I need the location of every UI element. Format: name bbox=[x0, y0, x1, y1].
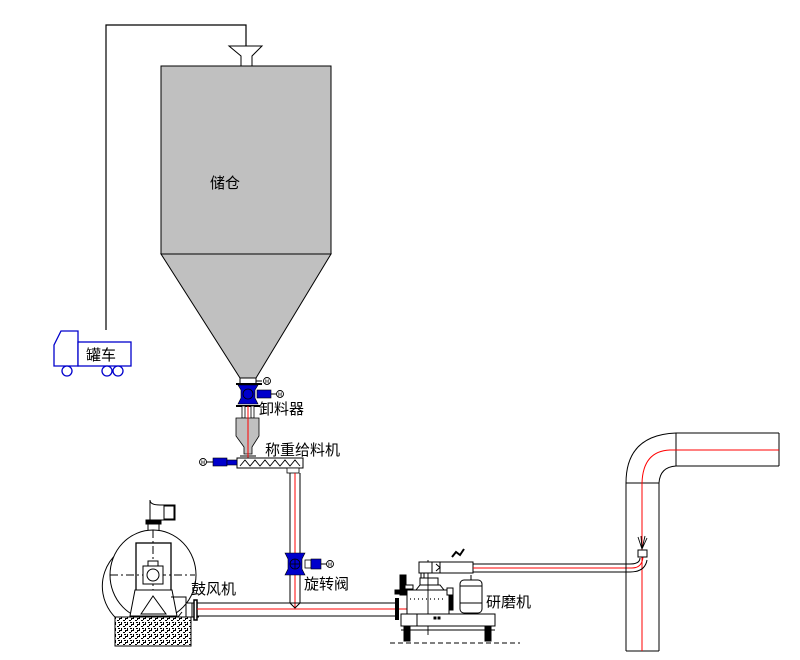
truck-icon bbox=[53, 330, 132, 377]
screw-feeder-icon bbox=[205, 457, 304, 469]
truck-to-silo-line bbox=[105, 24, 247, 330]
motor-mark: M bbox=[328, 563, 332, 569]
rotary-valve-label: 旋转阀 bbox=[304, 575, 349, 593]
discharger-valve-icon bbox=[236, 377, 277, 407]
grinder-label: 研磨机 bbox=[486, 593, 531, 611]
feeder-drop-pipe bbox=[286, 467, 301, 609]
cyclone-outlet-pipe bbox=[418, 548, 632, 578]
tanker-truck-label: 罐车 bbox=[86, 346, 116, 364]
motor-mark: M bbox=[265, 380, 269, 386]
weigh-feeder-label: 称重给料机 bbox=[265, 441, 340, 459]
duct-icon bbox=[625, 432, 780, 652]
blower-label: 鼓风机 bbox=[191, 580, 236, 598]
blower-icon bbox=[101, 499, 197, 631]
motor-mark: M bbox=[201, 461, 205, 467]
pneumatic-conveying-pipe bbox=[185, 598, 410, 621]
motor-icon: M bbox=[276, 390, 284, 399]
discharger-label: 卸料器 bbox=[259, 400, 304, 418]
motor-mark: M bbox=[278, 393, 282, 399]
motor-icon: M bbox=[263, 377, 271, 386]
silo-icon bbox=[160, 65, 332, 379]
grinder-icon bbox=[390, 560, 520, 644]
silo-inlet-funnel-icon bbox=[227, 45, 264, 67]
rotary-valve-icon bbox=[284, 552, 327, 576]
motor-icon: M bbox=[199, 458, 207, 467]
feed-hopper-icon bbox=[235, 405, 260, 462]
blower-foundation-icon bbox=[114, 616, 192, 647]
silo-label: 储仓 bbox=[210, 174, 240, 192]
motor-icon: M bbox=[326, 560, 334, 569]
